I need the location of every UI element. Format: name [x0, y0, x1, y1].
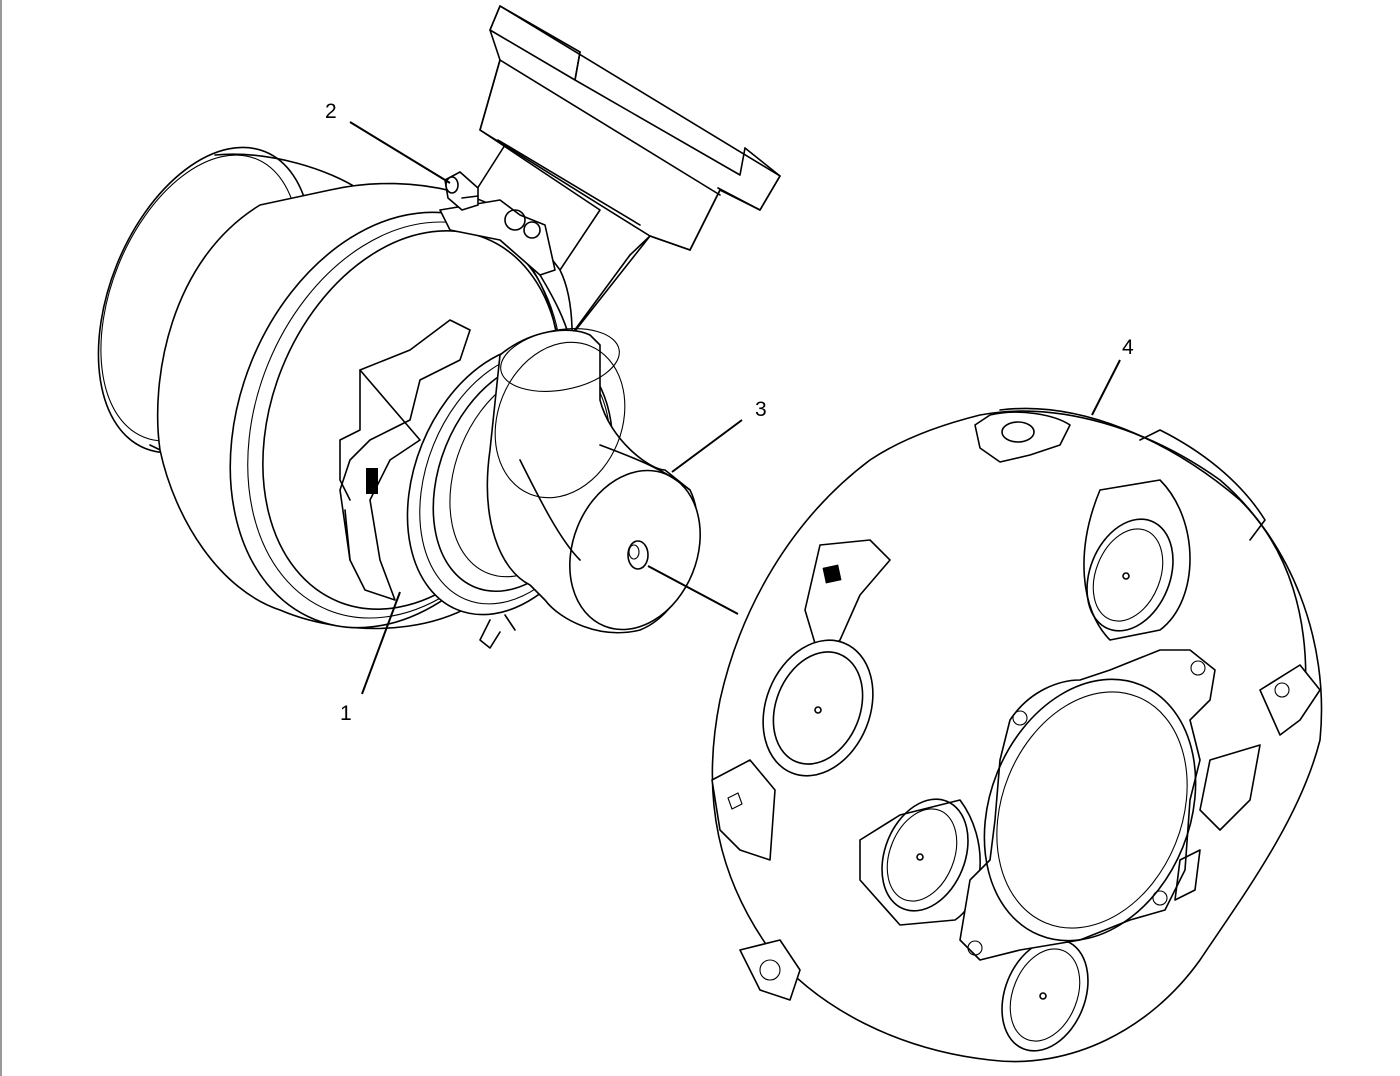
end-cover — [711, 407, 1323, 1063]
callout-1: 1 — [340, 702, 352, 725]
port-upper-left — [762, 639, 874, 777]
port-upper-right — [1083, 479, 1191, 641]
mounting-bracket — [469, 5, 781, 351]
left-border-line — [0, 0, 2, 1076]
leader-line-4 — [1091, 359, 1121, 416]
callout-3: 3 — [755, 398, 767, 421]
grease-fitting — [444, 171, 479, 211]
pump-housing — [97, 146, 573, 630]
leader-line-1 — [361, 591, 401, 695]
nozzle-plug — [486, 328, 701, 634]
callout-2: 2 — [325, 100, 337, 123]
port-lower-left — [859, 798, 981, 926]
leader-line-2 — [349, 121, 451, 184]
leader-line-3 — [671, 419, 743, 473]
callout-4: 4 — [1122, 336, 1134, 359]
leader-line-3b — [647, 565, 739, 615]
